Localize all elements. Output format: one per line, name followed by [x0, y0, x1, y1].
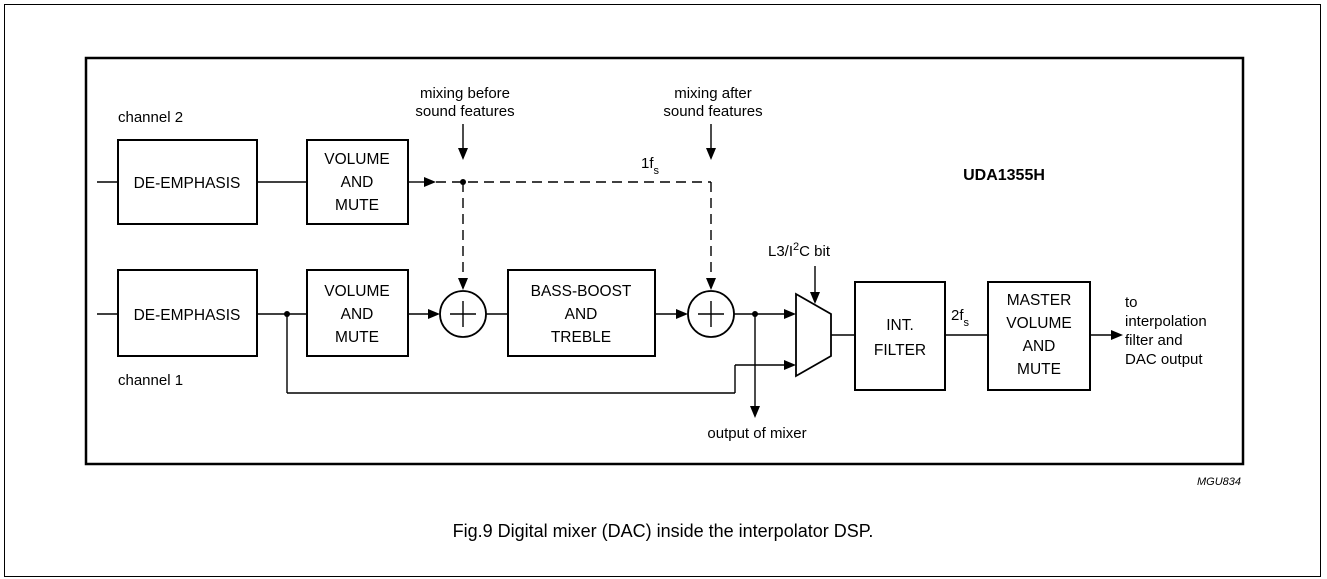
de-emphasis-ch2-block — [117, 139, 258, 225]
volume-mute-ch1-block — [306, 269, 409, 357]
volume-mute-ch1-line3: MUTE — [335, 329, 379, 346]
int-filter-line2: FILTER — [874, 342, 926, 359]
chip-name: UDA1355H — [963, 167, 1045, 184]
fs1-label: 1fs — [641, 155, 660, 177]
adder2-input-arrowhead — [676, 309, 688, 319]
mixing-before-label-1: mixing before — [420, 85, 510, 102]
de-emphasis-ch2-label: DE-EMPHASIS — [134, 175, 241, 192]
l3-post: C bit — [799, 243, 831, 260]
int-filter-line1: INT. — [886, 317, 914, 334]
l3-pre: L3/I — [768, 243, 793, 260]
to-label-3: filter and — [1125, 332, 1183, 349]
fs2-sub: s — [964, 317, 970, 329]
l3-bit-label: L3/I2C bit — [768, 241, 831, 260]
de-emphasis-ch1-label: DE-EMPHASIS — [134, 307, 241, 324]
master-volume-block — [987, 281, 1091, 391]
de-emphasis-ch1-block — [117, 269, 258, 357]
volume-mute-ch1-line1: VOLUME — [324, 283, 389, 300]
mixing-after-label-2: sound features — [663, 103, 762, 120]
output-arrowhead — [1111, 330, 1123, 340]
volume-mute-ch1-line2: AND — [341, 306, 374, 323]
to-label-1: to — [1125, 294, 1138, 311]
figure-frame — [4, 4, 1321, 577]
bass-treble-line1: BASS-BOOST — [531, 283, 632, 300]
adder2-dashed-arrowhead — [706, 278, 716, 290]
volume-mute-ch2-line3: MUTE — [335, 197, 379, 214]
multiplexer-symbol — [795, 292, 832, 378]
to-label-4: DAC output — [1125, 351, 1203, 368]
master-volume-line3: AND — [1023, 338, 1056, 355]
figure-caption: Fig.9 Digital mixer (DAC) inside the int… — [453, 521, 874, 541]
mux-input1-arrowhead — [784, 309, 796, 319]
bass-treble-block — [507, 269, 656, 357]
diagram-border — [84, 56, 1245, 466]
fs2-base: 2f — [951, 307, 964, 324]
fs2-label: 2fs — [951, 307, 970, 329]
channel2-label: channel 2 — [118, 109, 183, 126]
l3-sup: 2 — [793, 241, 799, 253]
mixing-before-label-2: sound features — [415, 103, 514, 120]
mixing-after-label-1: mixing after — [674, 85, 752, 102]
mixing-after-arrowhead — [706, 148, 716, 160]
bass-treble-line2: AND — [565, 306, 598, 323]
int-filter-block — [854, 281, 946, 391]
to-label-2: interpolation — [1125, 313, 1207, 330]
master-volume-line4: MUTE — [1017, 361, 1061, 378]
bass-treble-line3: TREBLE — [551, 329, 611, 346]
master-volume-line2: VOLUME — [1006, 315, 1071, 332]
mux-input2-arrowhead — [784, 360, 796, 370]
master-volume-line1: MASTER — [1007, 292, 1072, 309]
mixer-output-arrowhead — [750, 406, 760, 418]
mixing-before-arrowhead — [458, 148, 468, 160]
output-of-mixer-label: output of mixer — [707, 425, 806, 442]
adder1-input-arrowhead — [428, 309, 440, 319]
adder1-dashed-arrowhead — [458, 278, 468, 290]
figure-code: MGU834 — [1197, 476, 1241, 488]
channel1-label: channel 1 — [118, 372, 183, 389]
l3-control-arrowhead — [810, 292, 820, 304]
volume-mute-ch2-line2: AND — [341, 174, 374, 191]
fs1-sub: s — [654, 165, 660, 177]
fs1-base: 1f — [641, 155, 654, 172]
volume-mute-ch2-line1: VOLUME — [324, 151, 389, 168]
ch2-arrowhead — [424, 177, 436, 187]
